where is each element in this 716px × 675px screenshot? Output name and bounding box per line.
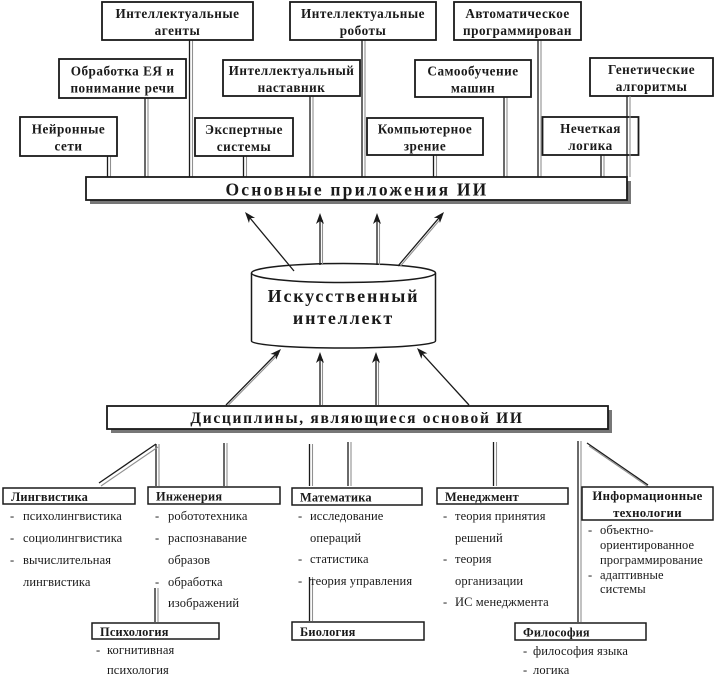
svg-text:-: - [10,531,14,545]
svg-text:интеллект: интеллект [293,308,394,328]
svg-text:логика: логика [533,663,570,675]
svg-text:объектно-: объектно- [600,523,654,537]
svg-text:организации: организации [455,574,523,588]
svg-text:Психология: Психология [100,625,169,639]
svg-text:алгоритмы: алгоритмы [616,79,688,94]
svg-text:Самообучение: Самообучение [427,64,518,79]
svg-text:обработка: обработка [168,575,223,589]
svg-text:Нечеткая: Нечеткая [560,121,621,136]
svg-text:системы: системы [217,139,271,154]
svg-text:Обработка ЕЯ и: Обработка ЕЯ и [71,64,175,79]
svg-text:программирован: программирован [463,23,572,38]
svg-text:-: - [298,552,302,566]
svg-text:Инженерия: Инженерия [156,490,222,504]
svg-text:Экспертные: Экспертные [205,122,283,137]
svg-text:Информационные: Информационные [592,489,702,503]
svg-text:-: - [588,568,592,582]
svg-text:теория принятия: теория принятия [455,509,546,523]
svg-text:Интеллектуальные: Интеллектуальные [301,6,425,21]
svg-text:Генетические: Генетические [608,62,695,77]
svg-text:-: - [443,552,447,566]
svg-text:зрение: зрение [404,139,447,154]
svg-text:логика: логика [568,138,613,153]
svg-text:агенты: агенты [155,23,201,38]
svg-text:-: - [96,643,100,657]
svg-text:-: - [155,509,159,523]
svg-text:-: - [10,553,14,567]
svg-text:изображений: изображений [168,596,239,610]
svg-text:решений: решений [455,531,503,545]
svg-text:Автоматическое: Автоматическое [465,6,569,21]
svg-text:системы: системы [600,582,646,596]
svg-text:технологии: технологии [613,506,682,520]
svg-text:теория: теория [455,552,492,566]
svg-text:-: - [155,531,159,545]
svg-text:робототехника: робототехника [168,509,248,523]
svg-text:философия языка: философия языка [533,644,628,658]
svg-text:сети: сети [55,139,83,154]
svg-text:теория управления: теория управления [310,574,412,588]
svg-text:Биология: Биология [300,625,356,639]
svg-text:исследование: исследование [310,509,384,523]
svg-text:Нейронные: Нейронные [32,122,105,137]
svg-text:когнитивная: когнитивная [107,643,174,657]
svg-text:наставник: наставник [258,80,326,95]
svg-text:вычислительная: вычислительная [23,553,111,567]
svg-text:Компьютерное: Компьютерное [378,122,472,137]
svg-text:ИС менеджмента: ИС менеджмента [455,595,549,609]
svg-text:-: - [155,575,159,589]
svg-text:адаптивные: адаптивные [600,568,664,582]
svg-text:Математика: Математика [300,491,372,505]
svg-text:программирование: программирование [600,553,703,567]
svg-text:статистика: статистика [310,552,369,566]
svg-text:Основные приложения ИИ: Основные приложения ИИ [225,180,488,200]
svg-text:-: - [10,509,14,523]
svg-text:машин: машин [451,81,495,96]
svg-text:Философия: Философия [523,626,590,640]
svg-text:образов: образов [168,553,210,567]
svg-text:Дисциплины, являющиеся основой: Дисциплины, являющиеся основой ИИ [190,410,523,427]
svg-text:-: - [443,595,447,609]
svg-text:роботы: роботы [340,23,387,38]
svg-text:-: - [588,523,592,537]
svg-text:распознавание: распознавание [168,531,247,545]
svg-text:Интеллектуальные: Интеллектуальные [116,6,240,21]
svg-text:лингвистика: лингвистика [23,575,91,589]
svg-text:-: - [523,644,527,658]
svg-text:понимание речи: понимание речи [70,81,174,96]
svg-text:-: - [523,663,527,675]
svg-text:социолингвистика: социолингвистика [23,531,123,545]
svg-text:-: - [298,509,302,523]
svg-text:операций: операций [310,531,361,545]
svg-text:-: - [298,574,302,588]
svg-text:Искусственный: Искусственный [268,286,420,306]
svg-text:Интеллектуальный: Интеллектуальный [229,63,355,78]
svg-text:психология: психология [107,663,169,675]
svg-text:-: - [443,509,447,523]
svg-text:Лингвистика: Лингвистика [11,490,88,504]
svg-text:психолингвистика: психолингвистика [23,509,122,523]
svg-text:ориентированное: ориентированное [600,538,695,552]
svg-text:Менеджмент: Менеджмент [445,490,519,504]
